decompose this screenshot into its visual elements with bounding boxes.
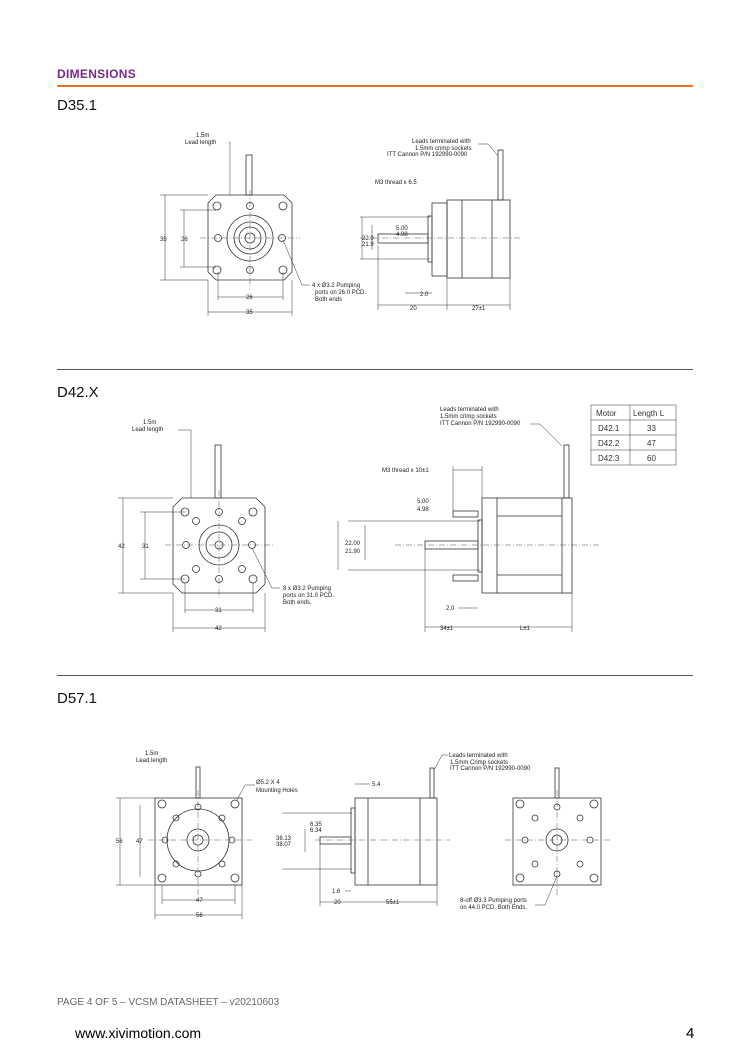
section-heading: DIMENSIONS — [57, 67, 137, 81]
dimension-label: 21.9 — [362, 242, 374, 248]
table-cell: 33 — [647, 424, 656, 433]
table-header: Length L — [633, 409, 665, 418]
dimension-label: 4 x Ø3.2 Pumping — [312, 283, 360, 289]
dimension-label: 4.98 — [396, 232, 408, 238]
model-title-d57: D57.1 — [57, 690, 98, 707]
dimension-label: 34±1 — [440, 626, 454, 632]
divider — [57, 369, 693, 370]
dimension-label: 8 x Ø3.2 Pumping — [283, 586, 331, 592]
dimension-label: ITT Cannon P/N 192990-0090 — [387, 152, 468, 158]
table-cell: D42.2 — [598, 439, 620, 448]
dimension-label: on 44.0 PCD. Both Ends. — [460, 905, 527, 911]
dimension-label: 1.5mm crimp sockets — [415, 146, 472, 152]
footer-text: PAGE 4 OF 5 – VCSM DATASHEET – v20210603 — [57, 997, 280, 1008]
dimension-label: 26 — [181, 237, 188, 243]
dimension-label: Both ends — [315, 297, 342, 303]
dimension-label: 20 — [334, 900, 341, 906]
dimension-label: 5.00 — [396, 226, 408, 232]
dimension-label: Both ends. — [283, 600, 312, 606]
table-cell: D42.1 — [598, 424, 620, 433]
model-title-d35: D35.1 — [57, 97, 98, 114]
dimension-label: 22.00 — [345, 541, 361, 547]
dimension-label: 56 — [196, 913, 203, 919]
dimension-label: 20 — [410, 306, 417, 312]
dimension-label: 1.5mm Crimp sockets — [450, 760, 508, 766]
dimension-label: 42 — [215, 626, 222, 632]
dimension-label: 2.0 — [420, 292, 429, 298]
dimension-label: 6.34 — [310, 828, 322, 834]
dimension-label: 2.0 — [446, 606, 455, 612]
dimension-label: Leads terminated with — [440, 407, 499, 413]
table-header: Motor — [596, 409, 617, 418]
model-title-d42: D42.X — [57, 384, 99, 401]
dimension-label: 31 — [215, 608, 222, 614]
dimension-label: ports on 26.0 PCD. — [315, 290, 366, 296]
dimension-label: 5.00 — [417, 499, 429, 505]
dimension-label: ITT Cannon P/N 192990-0090 — [450, 766, 531, 772]
dimension-label: 1.6 — [332, 889, 341, 895]
dimension-label: Lead length — [132, 427, 163, 433]
table-cell: D42.3 — [598, 454, 620, 463]
dimension-label: 26 — [246, 295, 253, 301]
dimension-label: Mounting Holes — [256, 788, 298, 794]
dimension-label: 42 — [118, 544, 125, 550]
dimension-label: 35 — [160, 237, 167, 243]
dimension-label: 38.13 — [276, 836, 292, 842]
dimension-label: M3 thread x 6.5 — [375, 180, 417, 186]
dimension-label: 38.07 — [276, 842, 292, 848]
dimension-label: 27±1 — [472, 306, 486, 312]
dimension-label: 6.35 — [310, 822, 322, 828]
dimension-label: Lead length — [136, 758, 167, 764]
dimension-label: 4.98 — [417, 507, 429, 513]
table-cell: 60 — [647, 454, 656, 463]
dimension-label: 8-off Ø3.3 Pumping ports — [460, 898, 527, 904]
length-table: Motor Length L D42.1 33 D42.2 47 D42.3 60 — [590, 404, 677, 466]
dimension-label: 47 — [196, 898, 203, 904]
dimension-label: Ø5.2 X 4 — [256, 780, 280, 786]
dimension-label: 5.4 — [372, 782, 381, 788]
dimension-label: 31 — [142, 544, 149, 550]
dimension-label: 56 — [116, 839, 123, 845]
divider — [57, 675, 693, 676]
dimension-label: 1.5m — [143, 420, 156, 426]
dimension-label: L±1 — [520, 626, 531, 632]
dimension-label: ports on 31.0 PCD. — [283, 593, 334, 599]
dimension-label: Leads terminated with — [449, 753, 508, 759]
dimension-label: ITT Cannon P/N 192990-0090 — [440, 421, 521, 427]
page-number: 4 — [686, 1025, 695, 1042]
dimension-label: 35 — [246, 310, 253, 316]
dimension-label: 55±1 — [386, 900, 400, 906]
dimension-label: M3 thread x 10±1 — [382, 468, 429, 474]
dimension-label: 21.90 — [345, 549, 361, 555]
table-cell: 47 — [647, 439, 656, 448]
dimension-label: Lead length — [185, 140, 216, 146]
website-link[interactable]: www.xivimotion.com — [75, 1025, 202, 1041]
dimension-label: 47 — [136, 839, 143, 845]
dimension-label: Leads terminated with — [412, 139, 471, 145]
dimension-label: 1.5mm crimp sockets — [440, 414, 497, 420]
dimension-label: 1.5m — [145, 751, 158, 757]
heading-rule — [57, 85, 693, 87]
dimension-label: 22.0 — [362, 236, 374, 242]
dimension-label: 1.5m — [196, 133, 209, 139]
